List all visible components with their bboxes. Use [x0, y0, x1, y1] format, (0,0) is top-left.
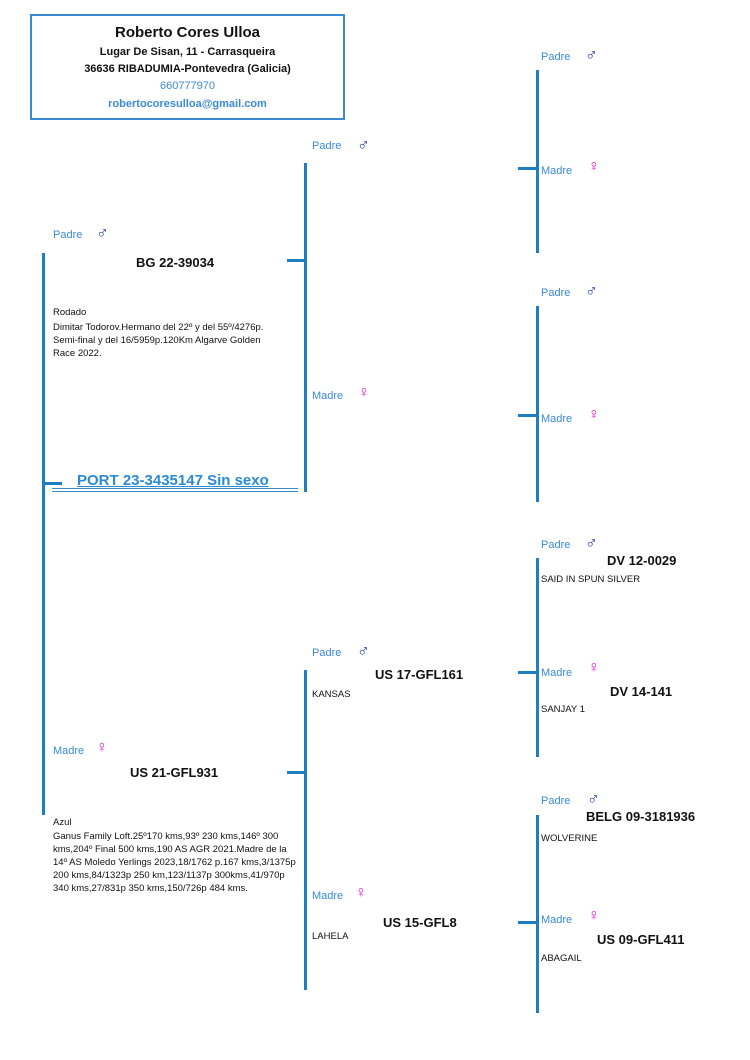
- divider: [52, 491, 298, 492]
- dss-ring: DV 12-0029: [607, 553, 677, 568]
- female-icon: ♀: [96, 739, 108, 756]
- subject-ring[interactable]: PORT 23-3435147 Sin sexo: [77, 472, 269, 489]
- dam-notes: Ganus Family Loft.25º170 kms,93º 230 kms…: [53, 831, 296, 894]
- tree-line: [536, 558, 539, 757]
- sire-sire-label: Padre: [312, 140, 342, 152]
- female-icon: ♀: [588, 907, 600, 924]
- sire-dam-label: Madre: [312, 390, 344, 402]
- breeder-email: robertocoresulloa@gmail.com: [108, 98, 267, 110]
- ddd-ring: US 09-GFL411: [597, 932, 685, 947]
- tree-connector: [42, 482, 62, 485]
- breeder-address: Lugar De Sisan, 11 - Carrasqueira: [99, 46, 276, 58]
- female-icon: ♀: [588, 158, 600, 175]
- ssd-label: Madre: [541, 165, 573, 177]
- tree-connector: [518, 414, 536, 417]
- male-icon: ♂: [96, 223, 109, 242]
- dds-ring: BELG 09-3181936: [586, 809, 696, 824]
- female-icon: ♀: [588, 659, 600, 676]
- tree-line: [42, 253, 45, 815]
- dss-name: SAID IN SPUN SILVER: [541, 574, 641, 585]
- dam-ring: US 21-GFL931: [130, 765, 219, 780]
- dam-dam-name: LAHELA: [312, 931, 349, 942]
- tree-connector: [518, 921, 536, 924]
- tree-line: [536, 306, 539, 502]
- dsd-name: SANJAY 1: [541, 704, 586, 715]
- tree-connector: [287, 259, 305, 262]
- tree-connector: [287, 771, 305, 774]
- tree-connector: [518, 671, 536, 674]
- female-icon: ♀: [358, 384, 370, 401]
- dds-name: WOLVERINE: [541, 833, 598, 844]
- sire-color: Rodado: [53, 307, 87, 318]
- female-icon: ♀: [355, 884, 367, 901]
- dam-sire-name: KANSAS: [312, 689, 351, 700]
- dsd-label: Madre: [541, 667, 573, 679]
- breeder-name: Roberto Cores Ulloa: [114, 24, 261, 41]
- dam-color: Azul: [53, 817, 72, 828]
- sire-ring: BG 22-39034: [136, 255, 215, 270]
- dam-sire-ring: US 17-GFL161: [375, 667, 464, 682]
- male-icon: ♂: [585, 533, 598, 552]
- tree-line: [536, 815, 539, 1013]
- ddd-name: ABAGAIL: [541, 953, 582, 964]
- male-icon: ♂: [585, 281, 598, 300]
- dss-label: Padre: [541, 539, 571, 551]
- sire-notes: Dimitar Todorov.Hermano del 22º y del 55…: [53, 322, 264, 359]
- tree-line: [536, 70, 539, 253]
- male-icon: ♂: [587, 789, 600, 808]
- male-icon: ♂: [357, 641, 370, 660]
- dam-dam-ring: US 15-GFL8: [383, 915, 457, 930]
- dam-label: Madre: [53, 745, 85, 757]
- breeder-card: Roberto Cores Ulloa Lugar De Sisan, 11 -…: [30, 14, 345, 120]
- tree-connector: [518, 167, 536, 170]
- dsd-ring: DV 14-141: [610, 684, 673, 699]
- male-icon: ♂: [585, 45, 598, 64]
- sire-label: Padre: [53, 229, 83, 241]
- sds-label: Padre: [541, 287, 571, 299]
- breeder-phone: 660777970: [159, 80, 216, 92]
- male-icon: ♂: [357, 135, 370, 154]
- divider: [52, 488, 298, 489]
- sss-label: Padre: [541, 51, 571, 63]
- female-icon: ♀: [588, 406, 600, 423]
- tree-line: [304, 670, 307, 990]
- sdd-label: Madre: [541, 413, 573, 425]
- tree-line: [304, 163, 307, 492]
- ddd-label: Madre: [541, 914, 573, 926]
- dam-dam-label: Madre: [312, 890, 344, 902]
- breeder-city: 36636 RIBADUMIA-Pontevedra (Galicia): [84, 63, 291, 75]
- dds-label: Padre: [541, 795, 571, 807]
- dam-sire-label: Padre: [312, 647, 342, 659]
